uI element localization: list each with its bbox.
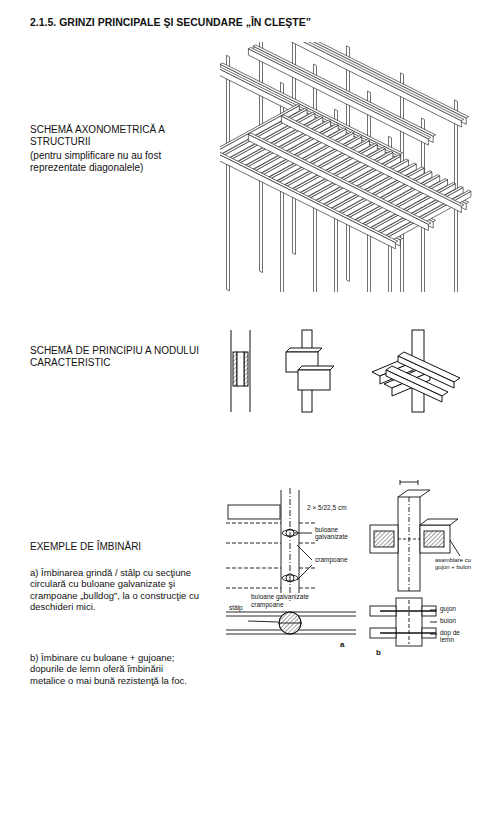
part-label: gujon xyxy=(439,605,475,612)
paragraph: a) Îmbinarea grindă / stâlp cu secţiune … xyxy=(30,567,200,613)
principal-beam xyxy=(281,115,463,206)
axonometric-structure xyxy=(220,42,471,292)
page-title: 2.1.5. GRINZI PRINCIPALE ŞI SECUNDARE „Î… xyxy=(30,16,450,29)
section-heading: EXEMPLE DE ÎMBINĂRI xyxy=(30,541,210,553)
part-label: asamblare cu gujon + bulon xyxy=(434,557,478,570)
part-label: dop de lemn xyxy=(439,629,471,643)
secondary-beam xyxy=(387,191,471,243)
section-heading: SCHEMĂ DE PRINCIPIU A NODULUI CARACTERIS… xyxy=(30,345,215,369)
column xyxy=(227,55,230,290)
principal-beam xyxy=(281,116,461,212)
principal-beam xyxy=(281,42,461,127)
note: (pentru simplificare nu au fost reprezen… xyxy=(30,150,162,174)
dimension: 2 × 5/22,5 cm xyxy=(306,504,360,511)
part-label: buloane galvanizate xyxy=(314,526,360,540)
paragraph: b) Îmbinare cu buloane + gujoane; dopuri… xyxy=(30,652,200,686)
part-label: crampoane xyxy=(314,556,360,563)
principal-beam xyxy=(281,42,463,121)
part-label: buloane galvanizate xyxy=(250,593,322,600)
secondary-beam xyxy=(379,188,463,240)
node-schematics xyxy=(231,330,460,412)
part-label: bulon xyxy=(439,617,475,624)
part-label: crampoane xyxy=(250,601,292,608)
figure-letter: a xyxy=(340,640,350,650)
figure-letter: b xyxy=(376,648,386,658)
section-heading: SCHEMĂ AXONOMETRICĂ A STRUCTURII xyxy=(30,124,170,148)
